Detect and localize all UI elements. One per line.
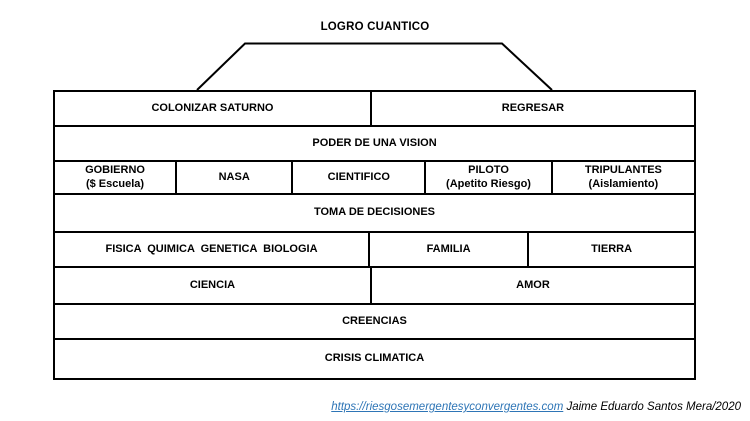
pyramid-cell: FISICA QUIMICA GENETICA BIOLOGIA [55, 233, 371, 266]
pyramid-row: COLONIZAR SATURNO REGRESAR [55, 92, 694, 127]
pyramid-row: CREENCIAS [55, 305, 694, 340]
pyramid-cell-label: CIENCIA [189, 278, 236, 291]
pyramid-cell-label: GOBIERNO [85, 163, 145, 176]
pyramid-cell: PODER DE UNA VISION [55, 127, 694, 160]
pyramid-cell-label: TOMA DE DECISIONES [313, 206, 436, 219]
pyramid-cell-label: TRIPULANTES [584, 163, 662, 176]
pyramid-row: CIENCIA AMOR [55, 268, 694, 305]
pyramid-row: FISICA QUIMICA GENETICA BIOLOGIA FAMILIA T… [55, 233, 694, 268]
pyramid-cell-sublabel: (Aislamiento) [588, 177, 659, 190]
pyramid-cell-sublabel: ($ Escuela) [85, 177, 145, 190]
pyramid-row: CRISIS CLIMATICA [55, 340, 694, 378]
pyramid-cell-label: PODER DE UNA VISION [312, 136, 437, 149]
pyramid-cell-label: FISICA QUIMICA GENETICA BIOLOGIA [105, 242, 318, 255]
footer-author: Jaime Eduardo Santos Mera/2020 [563, 401, 741, 413]
pyramid-cell: CRISIS CLIMATICA [55, 340, 694, 378]
pyramid-cell: AMOR [372, 268, 694, 303]
pyramid-cell-label: CREENCIAS [342, 314, 407, 327]
pyramid-cell-label: FAMILIA [426, 242, 471, 255]
diagram-title: LOGRO CUANTICO [320, 21, 430, 33]
pyramid-cell-label: CIENTIFICO [327, 170, 390, 183]
footer-link[interactable]: https://riesgosemergentesyconvergentes.c… [331, 401, 564, 413]
pyramid-cell: GOBIERNO($ Escuela) [55, 162, 178, 193]
pyramid-cell-label: COLONIZAR SATURNO [151, 101, 274, 114]
pyramid-cell: COLONIZAR SATURNO [55, 92, 372, 125]
trapezoid-connector [196, 42, 553, 91]
pyramid-cell: REGRESAR [372, 92, 694, 125]
pyramid-cell: CIENCIA [55, 268, 372, 303]
trapezoid-line [196, 42, 553, 91]
pyramid-cell: PILOTO(Apetito Riesgo) [426, 162, 553, 193]
pyramid-cell-label: NASA [218, 170, 250, 183]
pyramid-cell-label: AMOR [516, 278, 550, 291]
pyramid-cell: TOMA DE DECISIONES [55, 195, 694, 231]
pyramid-cell: CIENTIFICO [293, 162, 427, 193]
pyramid-cell: TRIPULANTES(Aislamiento) [553, 162, 694, 193]
pyramid-cell-label: TIERRA [591, 242, 633, 255]
pyramid-cell: TIERRA [529, 233, 694, 266]
pyramid-row: PODER DE UNA VISION [55, 127, 694, 162]
pyramid-cell: CREENCIAS [55, 305, 694, 338]
pyramid-cell-label: PILOTO [468, 163, 509, 176]
pyramid-cell: FAMILIA [370, 233, 530, 266]
footer-credit: https://riesgosemergentesyconvergentes.c… [331, 401, 741, 413]
pyramid-cell: NASA [177, 162, 294, 193]
pyramid-cell-sublabel: (Apetito Riesgo) [446, 177, 531, 190]
pyramid-row: TOMA DE DECISIONES [55, 195, 694, 233]
pyramid-cell-label: CRISIS CLIMATICA [324, 352, 425, 365]
pyramid-cell-label: REGRESAR [501, 101, 565, 114]
pyramid-table: COLONIZAR SATURNO REGRESAR PODER DE UNA VI… [53, 90, 696, 380]
